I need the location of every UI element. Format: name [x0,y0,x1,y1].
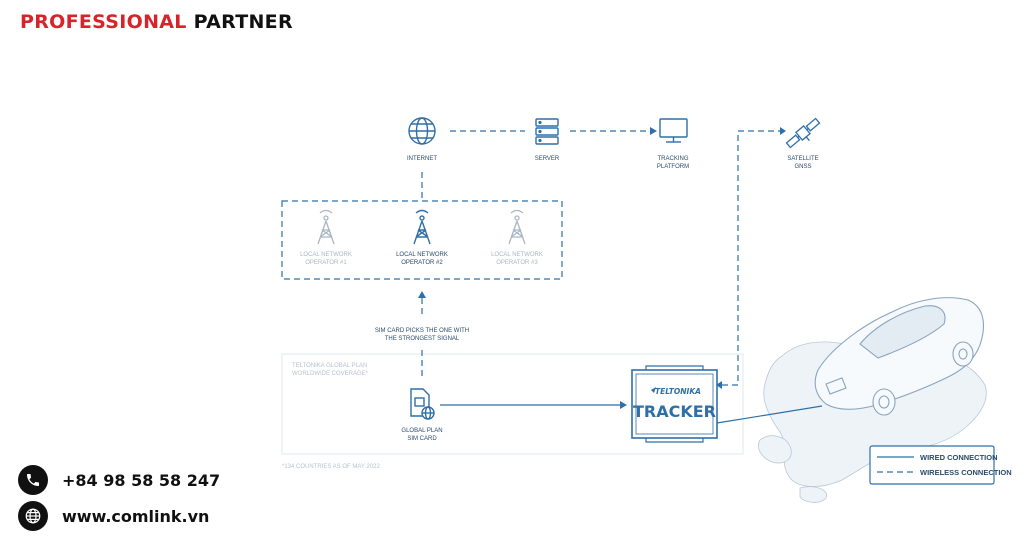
operator-2-label-2: OPERATOR #2 [401,260,443,266]
tracking-label-2: PLATFORM [657,164,689,170]
coverage-label-1: TELTONIKA GLOBAL PLAN [292,363,367,369]
satellite-label-1: SATELLITE [787,156,818,162]
arrowheads [418,127,786,409]
brand-title: PROFESSIONAL PARTNER [20,11,293,33]
legend: WIRED CONNECTION WIRELESS CONNECTION [869,445,1012,485]
server-icon [535,118,559,145]
sim-card-label-2: SIM CARD [407,436,437,442]
web-globe-icon [18,501,48,531]
satellite-label-2: GNSS [794,164,811,170]
satellite-icon [785,117,821,149]
tower-icon-operator-2 [413,209,431,245]
sim-note-2: THE STRONGEST SIGNAL [385,336,460,342]
coverage-label-2: WORLDWIDE COVERAGE* [292,371,369,377]
wired-links [440,404,823,424]
footnote: *134 COUNTRIES AS OF MAY 2022 [282,464,380,470]
brand-professional: PROFESSIONAL [20,11,187,33]
coverage-region [281,353,744,455]
tracker-device: TELTONIKA TRACKER [631,365,718,443]
phone-number: +84 98 58 58 247 [62,470,221,490]
server-label: SERVER [535,156,560,162]
tower-icon-operator-1 [317,209,335,245]
brand-partner: PARTNER [193,11,293,33]
legend-wireless-label: WIRELESS CONNECTION [920,468,1012,477]
operator-1-label-2: OPERATOR #1 [305,260,347,266]
internet-label: INTERNET [407,156,437,162]
operator-2-label-1: LOCAL NETWORK [396,252,448,258]
tracker-brand: TELTONIKA [655,387,701,396]
globe-icon [408,117,436,145]
operator-3-label-2: OPERATOR #3 [496,260,538,266]
tower-icon-operator-3 [508,209,526,245]
sim-card-label-1: GLOBAL PLAN [401,428,442,434]
monitor-icon [659,118,688,143]
phone-icon [18,465,48,495]
car-graphic [814,297,985,416]
sim-note-1: SIM CARD PICKS THE ONE WITH [375,328,469,334]
phone-contact: +84 98 58 58 247 [18,465,220,495]
operators-group [281,200,563,280]
teltonika-logo-icon [651,387,656,393]
tracker-label: TRACKER [633,402,716,421]
wireless-links [421,130,784,386]
operator-1-label-1: LOCAL NETWORK [300,252,352,258]
tracking-label-1: TRACKING [657,156,688,162]
website-contact: www.comlink.vn [18,501,209,531]
operator-3-label-1: LOCAL NETWORK [491,252,543,258]
website-link[interactable]: www.comlink.vn [62,506,210,526]
sim-card-icon [410,388,435,420]
legend-wired-label: WIRED CONNECTION [920,453,998,462]
